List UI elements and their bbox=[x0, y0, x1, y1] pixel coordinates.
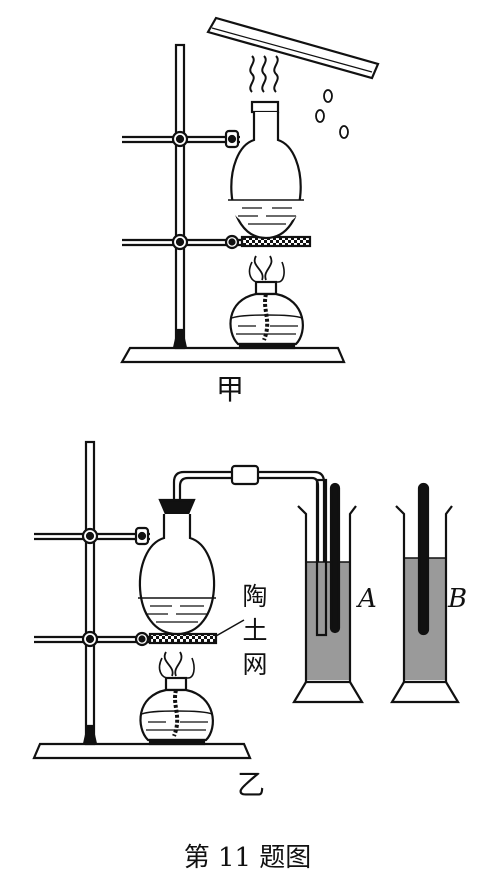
mesh-char-2: 土 bbox=[242, 616, 268, 645]
stand-base-b bbox=[32, 742, 252, 760]
clamp-lower-a bbox=[122, 233, 250, 251]
setup-b-apparatus bbox=[32, 440, 460, 760]
water-droplets-a bbox=[315, 89, 349, 139]
thermometer-b bbox=[417, 482, 430, 636]
alcohol-burner-b bbox=[139, 651, 214, 746]
ceramic-mesh-label: 陶 土 网 bbox=[240, 580, 270, 682]
figure-caption: 第 11 题图 bbox=[183, 843, 312, 873]
setup-a-apparatus bbox=[120, 16, 380, 364]
stand-rod-b bbox=[84, 440, 96, 746]
mesh-pointer bbox=[215, 619, 245, 637]
stand-base-a bbox=[120, 346, 346, 364]
beaker-a-label: A bbox=[358, 584, 377, 614]
clamp-upper-b bbox=[34, 526, 150, 546]
mesh-char-1: 陶 bbox=[242, 582, 268, 611]
round-flask-b bbox=[138, 498, 216, 636]
clamp-lower-b bbox=[34, 630, 152, 648]
alcohol-burner-a bbox=[229, 255, 304, 350]
beaker-b bbox=[390, 482, 460, 704]
steam-wisps-a bbox=[249, 55, 279, 93]
beaker-a bbox=[292, 478, 364, 704]
clamp-upper-a bbox=[122, 129, 240, 149]
ceramic-mesh-a bbox=[240, 235, 312, 248]
stand-rod-a bbox=[174, 43, 186, 350]
mesh-char-3: 网 bbox=[242, 650, 268, 679]
cold-plate-a bbox=[206, 16, 380, 80]
thermometer-a bbox=[329, 482, 341, 634]
beaker-b-label: B bbox=[448, 584, 468, 614]
setup-a-label: 甲 bbox=[216, 373, 245, 406]
ceramic-mesh-b bbox=[148, 632, 218, 645]
setup-b-label: 乙 bbox=[237, 768, 266, 801]
round-flask-a bbox=[228, 100, 304, 240]
